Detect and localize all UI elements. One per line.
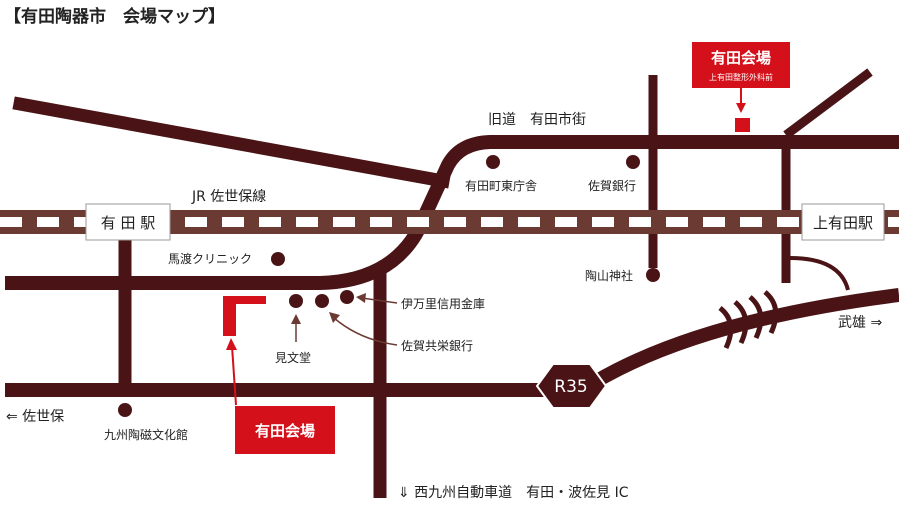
overpass-arcs	[718, 290, 779, 350]
venue-arita-main[interactable]: 有田会場	[223, 296, 335, 454]
landmark-kenbundo-dot	[289, 294, 303, 308]
station-arita-label: 有 田 駅	[101, 214, 156, 232]
landmark-saga-kyoei-label: 佐賀共栄銀行	[401, 339, 473, 353]
landmark-tozan-shrine: 陶山神社	[585, 268, 660, 283]
route-35-shield: R35	[535, 363, 608, 409]
landmark-imari-shinkin-label: 伊万里信用金庫	[401, 296, 485, 311]
landmark-ceramic-museum: 九州陶磁文化館	[104, 403, 188, 442]
venue-kami-arita-marker	[735, 118, 750, 132]
station-arita: 有 田 駅	[85, 203, 171, 241]
to-takeo-label: 武雄 ⇒	[838, 315, 882, 331]
landmark-madoka-clinic: 馬渡クリニック	[168, 251, 285, 266]
landmark-saga-kyoei-dot	[315, 294, 329, 308]
landmark-saga-bank-label: 佐賀銀行	[588, 179, 636, 193]
venue-kami-arita-label: 有田会場	[711, 49, 771, 67]
pointer-arrows: 伊万里信用金庫 佐賀共栄銀行 見文堂	[275, 293, 485, 365]
landmark-town-office-label: 有田町東庁舎	[465, 179, 537, 193]
to-sasebo-label: ⇐ 佐世保	[6, 409, 64, 425]
landmark-imari-shinkin-dot	[340, 290, 354, 304]
venue-arita-main-label: 有田会場	[255, 422, 315, 440]
old-road-label: 旧道 有田市街	[488, 111, 586, 128]
landmark-kenbundo-label: 見文堂	[275, 350, 311, 365]
venue-kami-arita-sub-label: 上有田整形外科前	[709, 72, 773, 82]
station-kami-arita-label: 上有田駅	[813, 214, 873, 232]
road-kami-arita-curve	[789, 256, 850, 291]
map-title: 【有田陶器市 会場マップ】	[4, 6, 225, 27]
road-network	[5, 68, 899, 498]
road-to-takeo	[591, 288, 899, 389]
road-upper-right-diagonal	[783, 68, 873, 139]
expressway-label: ⇓ 西九州自動車道 有田・波佐見 IC	[398, 484, 629, 501]
landmark-madoka-clinic-label: 馬渡クリニック	[168, 251, 252, 266]
station-kami-arita: 上有田駅	[801, 203, 885, 241]
route-35-label: R35	[554, 377, 587, 397]
landmark-saga-bank: 佐賀銀行	[588, 155, 640, 193]
landmark-town-office: 有田町東庁舎	[465, 155, 537, 193]
railway-label: JR 佐世保線	[191, 189, 266, 205]
landmark-tozan-shrine-label: 陶山神社	[585, 268, 633, 283]
road-upper-left-diagonal	[12, 96, 451, 189]
venue-kami-arita[interactable]: 有田会場 上有田整形外科前	[692, 42, 790, 132]
landmark-ceramic-museum-label: 九州陶磁文化館	[104, 427, 188, 442]
